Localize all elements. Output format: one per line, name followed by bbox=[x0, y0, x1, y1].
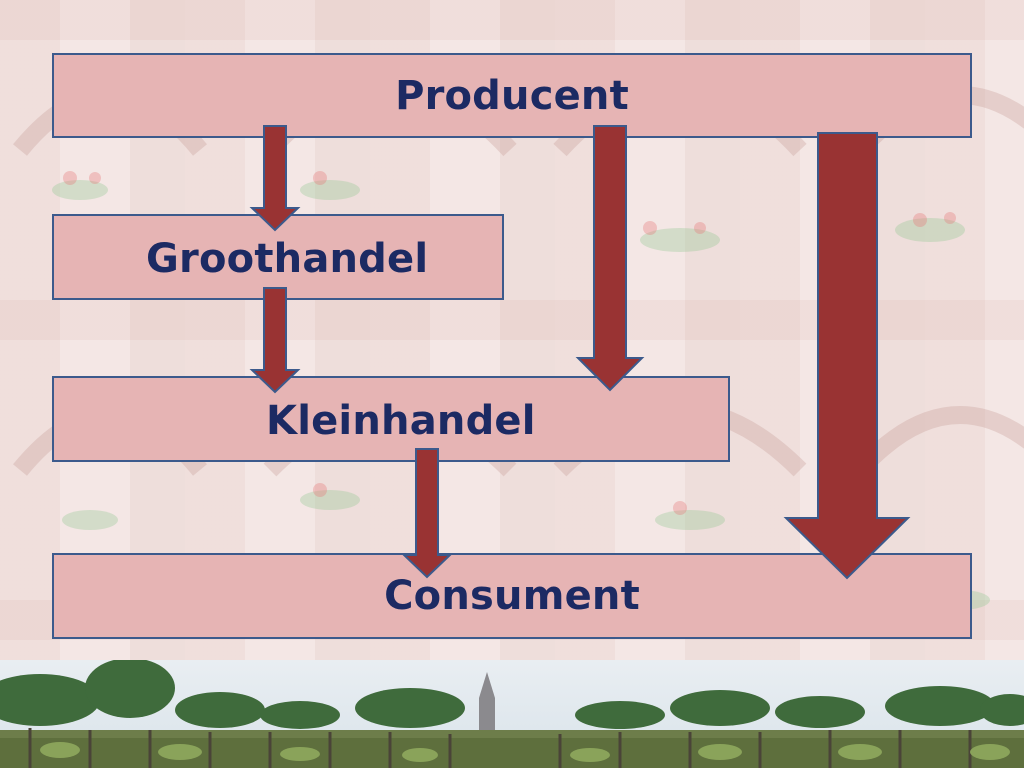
node-consument: Consument bbox=[52, 553, 972, 639]
node-groothandel: Groothandel bbox=[52, 214, 504, 300]
node-producent: Producent bbox=[52, 53, 972, 138]
vineyard-photo bbox=[0, 660, 1024, 768]
node-producent-label: Producent bbox=[395, 72, 629, 119]
node-groothandel-label: Groothandel bbox=[146, 236, 429, 282]
node-consument-label: Consument bbox=[384, 573, 640, 619]
node-kleinhandel-label: Kleinhandel bbox=[266, 398, 536, 444]
node-kleinhandel: Kleinhandel bbox=[52, 376, 730, 462]
